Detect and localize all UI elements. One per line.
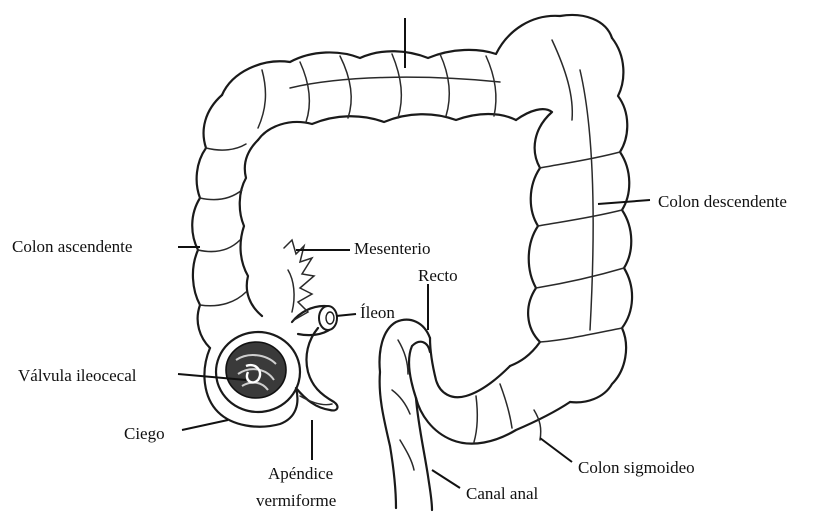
label-mesenterio: Mesenterio: [354, 239, 430, 258]
fold: [536, 268, 624, 288]
fold: [474, 396, 477, 442]
fold: [340, 56, 351, 118]
fold: [534, 410, 541, 440]
labels: Colon descendente Colon ascendente Mesen…: [12, 192, 787, 510]
fold: [392, 54, 401, 118]
label-colon-sigmoideo: Colon sigmoideo: [578, 458, 695, 477]
fold: [258, 70, 265, 128]
colon-descendente-inner: [510, 109, 552, 366]
fold: [398, 340, 408, 374]
colon-sigmoideo-inner: [430, 338, 510, 397]
valvula-ileocecal-shape: [216, 332, 300, 412]
colon-descendente-outer: [570, 38, 632, 402]
label-canal-anal: Canal anal: [466, 484, 538, 503]
label-ileon: Íleon: [360, 303, 395, 322]
label-apendice-line2: vermiforme: [256, 491, 336, 510]
label-colon-descendente: Colon descendente: [658, 192, 787, 211]
fold: [206, 144, 246, 150]
fold: [290, 77, 500, 88]
label-recto: Recto: [418, 266, 458, 285]
fold: [200, 190, 242, 200]
ileon-shape: [292, 306, 337, 335]
fold: [392, 390, 410, 414]
colon-sigmoideo-outer: [416, 398, 570, 444]
colon-ascendente-outline: [192, 95, 222, 348]
fold: [440, 54, 449, 116]
leader-ciego: [182, 420, 228, 430]
fold: [500, 384, 512, 428]
fold: [198, 240, 240, 252]
label-colon-ascendente: Colon ascendente: [12, 237, 132, 256]
fold: [300, 62, 309, 122]
colon-ascendente-inner: [240, 140, 262, 316]
fold: [540, 328, 622, 342]
fold: [538, 210, 622, 226]
leader-colon-sigmoideo: [540, 438, 572, 462]
label-valvula-ileocecal: Válvula ileocecal: [18, 366, 137, 385]
leader-canal-anal: [432, 470, 460, 488]
leader-colon-descendente: [598, 200, 650, 204]
fold: [552, 40, 572, 120]
large-intestine: [192, 15, 632, 510]
fold: [486, 56, 496, 116]
label-ciego: Ciego: [124, 424, 165, 443]
recto-inner: [409, 342, 430, 398]
fold: [400, 440, 414, 470]
fold: [580, 70, 593, 330]
fold: [200, 292, 246, 306]
fold: [540, 152, 620, 168]
colon-transverso-bottom: [258, 114, 516, 140]
leader-ileon: [336, 314, 356, 316]
colon-transverso-top: [222, 15, 612, 95]
label-apendice-line1: Apéndice: [268, 464, 333, 483]
